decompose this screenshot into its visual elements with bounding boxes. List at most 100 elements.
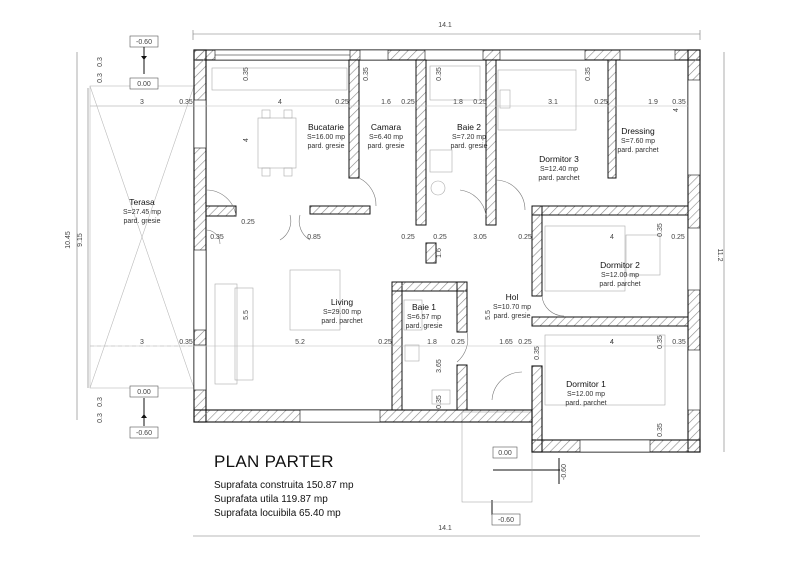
dim-label: 0.25 — [433, 234, 447, 241]
level-bottom-minus: -0.60 — [136, 430, 152, 437]
dim-label: 0.3 — [97, 73, 104, 83]
dim-top-7: 0.25 — [473, 99, 487, 106]
room-finish-dormitor2: pard. parchet — [599, 281, 640, 288]
dim-label: 5.5 — [243, 310, 250, 320]
room-name-dormitor2: Dormitor 2 — [600, 260, 640, 270]
level-entry-minus-2: -0.60 — [498, 517, 514, 524]
room-area-living: S=29.00 mp — [323, 309, 361, 316]
room-area-dormitor3: S=12.40 mp — [540, 166, 578, 173]
room-name-terasa: Terasa — [129, 197, 155, 207]
room-area-terasa: S=27.45 mp — [123, 209, 161, 216]
dim-label: 4 — [610, 234, 614, 241]
dim-label: 0.35 — [657, 223, 664, 237]
plan-title: PLAN PARTER — [214, 452, 334, 471]
interior-walls — [205, 59, 689, 411]
dim-label: 4 — [610, 339, 614, 346]
room-area-hol: S=10.70 mp — [493, 304, 531, 311]
level-entry-zero: 0.00 — [498, 450, 512, 457]
dim-label: 5.5 — [485, 310, 492, 320]
dim-top-5: 0.25 — [401, 99, 415, 106]
room-finish-bucatarie: pard. gresie — [308, 143, 345, 150]
dim-mid-3: 0.25 — [378, 339, 392, 346]
dim-mid-0: 3 — [140, 339, 144, 346]
furniture — [211, 65, 666, 406]
dim-top-4: 1.6 — [381, 99, 391, 106]
dim-left-height: 10.45 — [65, 231, 72, 249]
plan-legend: PLAN PARTER Suprafata construita 150.87 … — [214, 452, 354, 521]
dim-top-10: 1.9 — [648, 99, 658, 106]
dim-label: 0.35 — [436, 395, 443, 409]
level-markers: -0.60 0.00 0.00 -0.60 0.00 -0.60 -0.60 — [129, 35, 568, 526]
level-top-minus: -0.60 — [136, 39, 152, 46]
dim-top-2: 4 — [278, 99, 282, 106]
dim-mid-2: 5.2 — [295, 339, 305, 346]
dim-bottom-overall: 14.1 — [438, 525, 452, 532]
dim-mid-4: 1.8 — [427, 339, 437, 346]
dim-top-6: 1.8 — [453, 99, 463, 106]
room-finish-dormitor3: pard. parchet — [538, 175, 579, 182]
room-finish-living: pard. parchet — [321, 318, 362, 325]
room-finish-dormitor1: pard. parchet — [565, 400, 606, 407]
room-name-baie2: Baie 2 — [457, 122, 481, 132]
dim-label: 3.65 — [436, 359, 443, 373]
dim-right-height: 11.2 — [716, 248, 723, 261]
dim-label: 0.35 — [534, 346, 541, 360]
room-finish-baie2: pard. gresie — [451, 143, 488, 150]
room-area-baie2: S=7.20 mp — [452, 134, 486, 141]
dim-label: 4 — [673, 108, 680, 112]
level-entry-minus: -0.60 — [561, 464, 568, 480]
room-name-bucatarie: Bucatarie — [308, 122, 344, 132]
dim-label: 0.3 — [97, 397, 104, 407]
dim-label: 3.05 — [473, 234, 487, 241]
dim-top-3: 0.25 — [335, 99, 349, 106]
dim-mid-1: 0.35 — [179, 339, 193, 346]
room-area-camara: S=6.40 mp — [369, 134, 403, 141]
dim-label: 0.35 — [243, 67, 250, 81]
room-name-dressing: Dressing — [621, 126, 655, 136]
dim-label: 0.25 — [401, 234, 415, 241]
dim-mid-5: 0.25 — [451, 339, 465, 346]
misc-dimensions: 0.35 0.35 0.35 0.35 0.35 0.35 4 4 5.5 5.… — [97, 57, 685, 437]
dim-top-overall: 14.1 — [438, 22, 452, 29]
dim-mid-9: 0.35 — [672, 339, 686, 346]
door-swings — [205, 177, 565, 401]
dim-top-11: 0.35 — [672, 99, 686, 106]
room-name-dormitor3: Dormitor 3 — [539, 154, 579, 164]
built-area-line: Suprafata construita 150.87 mp — [214, 480, 354, 491]
dim-mid-6: 1.65 — [499, 339, 513, 346]
level-bottom-zero: 0.00 — [137, 389, 151, 396]
level-top-zero: 0.00 — [137, 81, 151, 88]
room-finish-terasa: pard. gresie — [124, 218, 161, 225]
room-name-camara: Camara — [371, 122, 402, 132]
room-area-dormitor2: S=12.00 mp — [601, 272, 639, 279]
room-finish-camara: pard. gresie — [368, 143, 405, 150]
dim-top-1: 0.35 — [179, 99, 193, 106]
room-finish-hol: pard. gresie — [494, 313, 531, 320]
dim-label: 0.35 — [363, 67, 370, 81]
room-name-hol: Hol — [506, 292, 519, 302]
dim-label: 0.25 — [518, 234, 532, 241]
room-area-dressing: S=7.60 mp — [621, 138, 655, 145]
overall-dimensions: 14.1 14.1 10.45 11.2 9.15 — [65, 22, 725, 537]
dim-mid-8: 4 — [610, 339, 614, 346]
dim-label: 0.35 — [657, 423, 664, 437]
dim-label: 0.35 — [585, 67, 592, 81]
dim-label: 0.25 — [241, 219, 255, 226]
dim-label: 0.35 — [210, 234, 224, 241]
dim-top-9: 0.25 — [594, 99, 608, 106]
room-name-baie1: Baie 1 — [412, 302, 436, 312]
room-name-dormitor1: Dormitor 1 — [566, 379, 606, 389]
room-area-baie1: S=6.57 mp — [407, 314, 441, 321]
room-area-bucatarie: S=16.00 mp — [307, 134, 345, 141]
dim-label: 0.85 — [307, 234, 321, 241]
dim-terrace-depth: 9.15 — [77, 233, 84, 247]
dim-top-8: 3.1 — [548, 99, 558, 106]
dim-label: 4 — [243, 138, 250, 142]
room-name-living: Living — [331, 297, 353, 307]
dim-label: 1.6 — [436, 248, 443, 258]
dim-label: 0.25 — [671, 234, 685, 241]
room-finish-dressing: pard. parchet — [617, 147, 658, 154]
room-finish-baie1: pard. gresie — [406, 323, 443, 330]
